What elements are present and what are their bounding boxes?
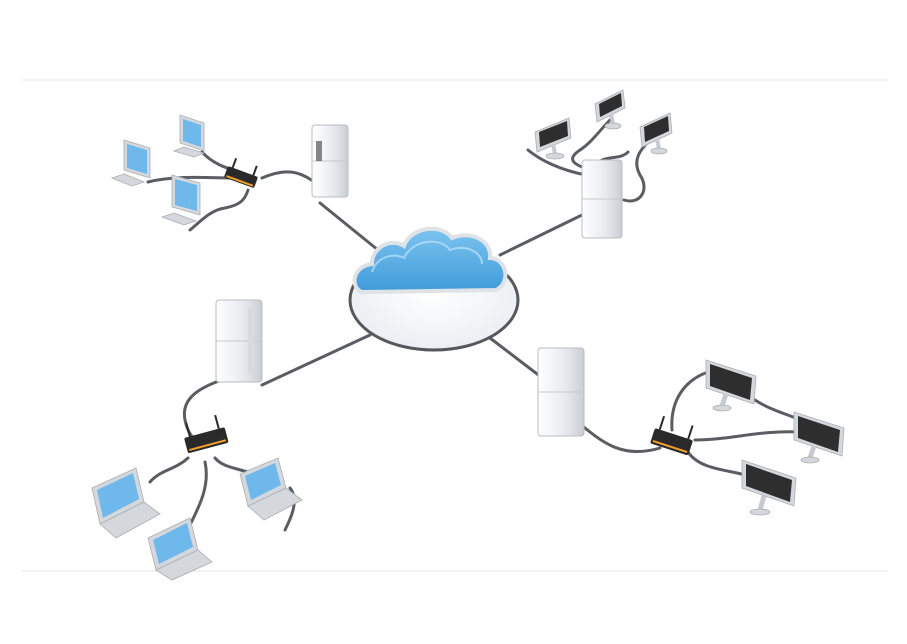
cable-br-router-m1 (670, 370, 710, 432)
cable-br-server-router (573, 418, 662, 454)
wifi-router-icon (650, 415, 694, 456)
cloud-icon (352, 226, 508, 295)
cable-br-router-m3 (686, 450, 747, 477)
cables (146, 118, 802, 532)
monitor-icon (172, 114, 206, 158)
cable-bl-router-l1 (148, 456, 190, 484)
cable-br-m2-tail (753, 398, 802, 422)
cable-tr-server-m2 (526, 148, 588, 177)
cable-tl-server-router (260, 170, 320, 187)
laptop-icon (239, 457, 303, 521)
cable-hub-top-left (318, 201, 380, 252)
cable-bl-router-l3 (188, 460, 208, 527)
servers (215, 124, 623, 437)
server-tower-icon (311, 124, 349, 198)
cable-tr-server-m1 (571, 118, 612, 172)
wifi-router-icon (184, 414, 229, 454)
laptop-icon (147, 517, 213, 581)
cloud-hub (348, 226, 520, 352)
monitor-icon (793, 411, 845, 464)
monitor-icon (639, 112, 673, 155)
wifi-router-icon (224, 157, 258, 188)
cable-br-router-m2 (693, 430, 802, 442)
cable-hub-top-right (498, 212, 586, 257)
laptop-icon (91, 467, 161, 539)
cloud-top-highlight (371, 240, 483, 273)
server-tower-icon (581, 159, 623, 239)
cluster-bottom-right-devices (705, 359, 845, 516)
cable-hub-bottom-right (488, 336, 547, 382)
server-tower-icon (537, 347, 585, 437)
cluster-top-right-devices (534, 89, 673, 160)
monitor-icon (110, 139, 151, 187)
cable-hub-bottom-left (260, 333, 372, 387)
cluster-bottom-left-devices (91, 457, 303, 581)
cable-bl-laptop-down (283, 486, 296, 532)
monitor-icon (594, 89, 626, 130)
monitor-icon (160, 174, 201, 226)
server-tower-icon (215, 299, 263, 383)
routers (184, 157, 694, 456)
cluster-top-left-devices (110, 114, 206, 226)
monitor-icon (741, 459, 797, 516)
monitor-icon (534, 117, 572, 160)
monitor-icon (705, 359, 757, 412)
cable-tl-router-m3 (188, 188, 250, 232)
cable-tr-server-m3 (622, 138, 652, 203)
